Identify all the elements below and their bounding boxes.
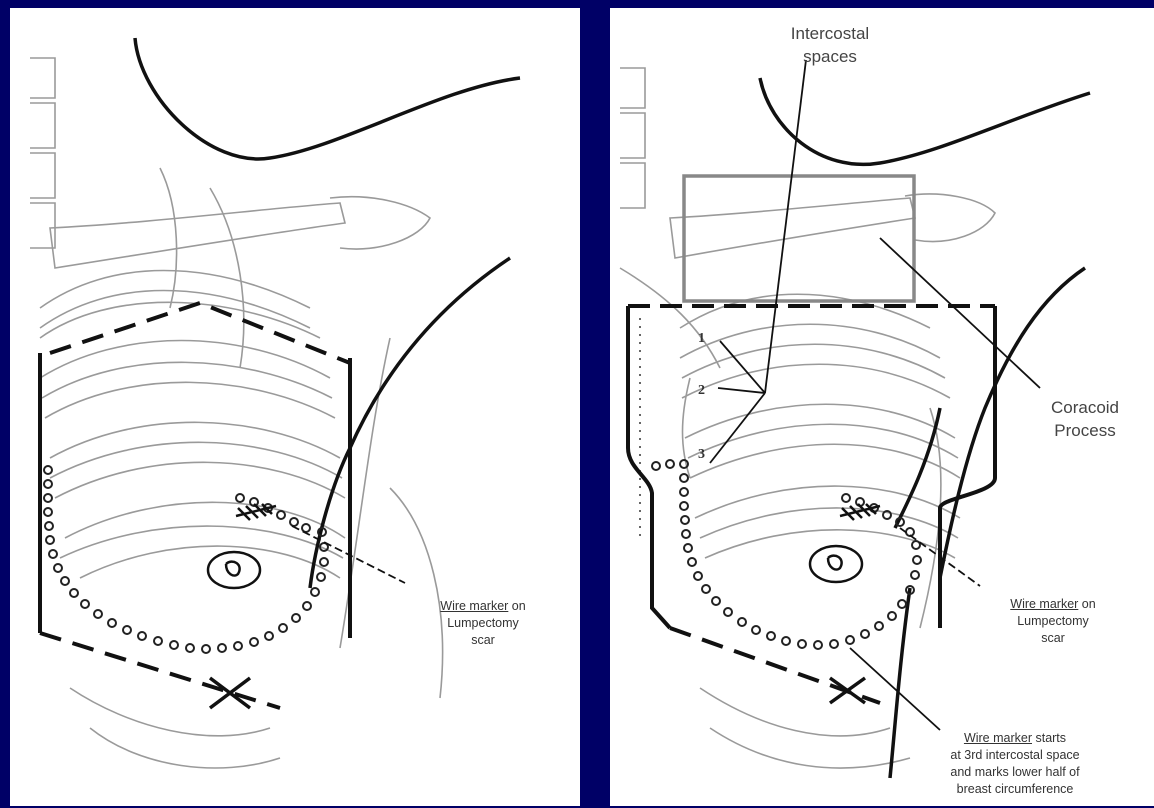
wire-start-line3: breast circumference	[910, 781, 1120, 798]
right-lumpectomy-scar	[810, 504, 880, 582]
coracoid-label-line2: Process	[1030, 419, 1140, 442]
left-wire-marker-label: Wire marker on Lumpectomy scar	[408, 598, 558, 649]
right-lower-crosses	[830, 678, 865, 703]
wire-marker-starts-label: Wire marker starts at 3rd intercostal sp…	[910, 730, 1120, 798]
left-wire-marker-circles	[44, 466, 328, 653]
wire-marker-rest: on	[1078, 597, 1095, 611]
wire-start-underlined: Wire marker	[964, 731, 1032, 745]
supraclavicular-box	[684, 176, 914, 301]
left-treatment-field	[40, 303, 350, 708]
intercostal-number-2: 2	[698, 382, 705, 399]
left-skeleton-sketch	[30, 58, 443, 768]
left-anatomy-drawing	[10, 8, 580, 806]
right-diagram-panel: Intercostal spaces 1 2 3 Coracoid Proces…	[610, 8, 1154, 806]
wire-start-rest: starts	[1032, 731, 1066, 745]
wire-marker-line2: Lumpectomy	[978, 613, 1128, 630]
right-wire-marker-label: Wire marker on Lumpectomy scar	[978, 596, 1128, 647]
wire-start-line1: at 3rd intercostal space	[910, 747, 1120, 764]
wire-start-line2: and marks lower half of	[910, 764, 1120, 781]
intercostal-label-line2: spaces	[780, 45, 880, 68]
left-diagram-panel: Wire marker on Lumpectomy scar	[10, 8, 580, 806]
intercostal-spaces-label: Intercostal spaces	[780, 22, 880, 68]
right-treatment-field	[628, 306, 995, 703]
left-body-outline	[135, 38, 520, 588]
intercostal-label-line1: Intercostal	[780, 22, 880, 45]
wire-marker-line2: Lumpectomy	[408, 615, 558, 632]
wire-marker-rest: on	[508, 599, 525, 613]
wire-marker-line3: scar	[978, 630, 1128, 647]
intercostal-number-1: 1	[698, 330, 705, 347]
left-lower-crosses	[210, 678, 250, 708]
wire-marker-line3: scar	[408, 632, 558, 649]
intercostal-number-3: 3	[698, 446, 705, 463]
coracoid-label-line1: Coracoid	[1030, 396, 1140, 419]
right-wire-marker-circles	[652, 460, 921, 649]
coracoid-process-label: Coracoid Process	[1030, 396, 1140, 442]
wire-marker-underlined: Wire marker	[440, 599, 508, 613]
wire-marker-underlined: Wire marker	[1010, 597, 1078, 611]
